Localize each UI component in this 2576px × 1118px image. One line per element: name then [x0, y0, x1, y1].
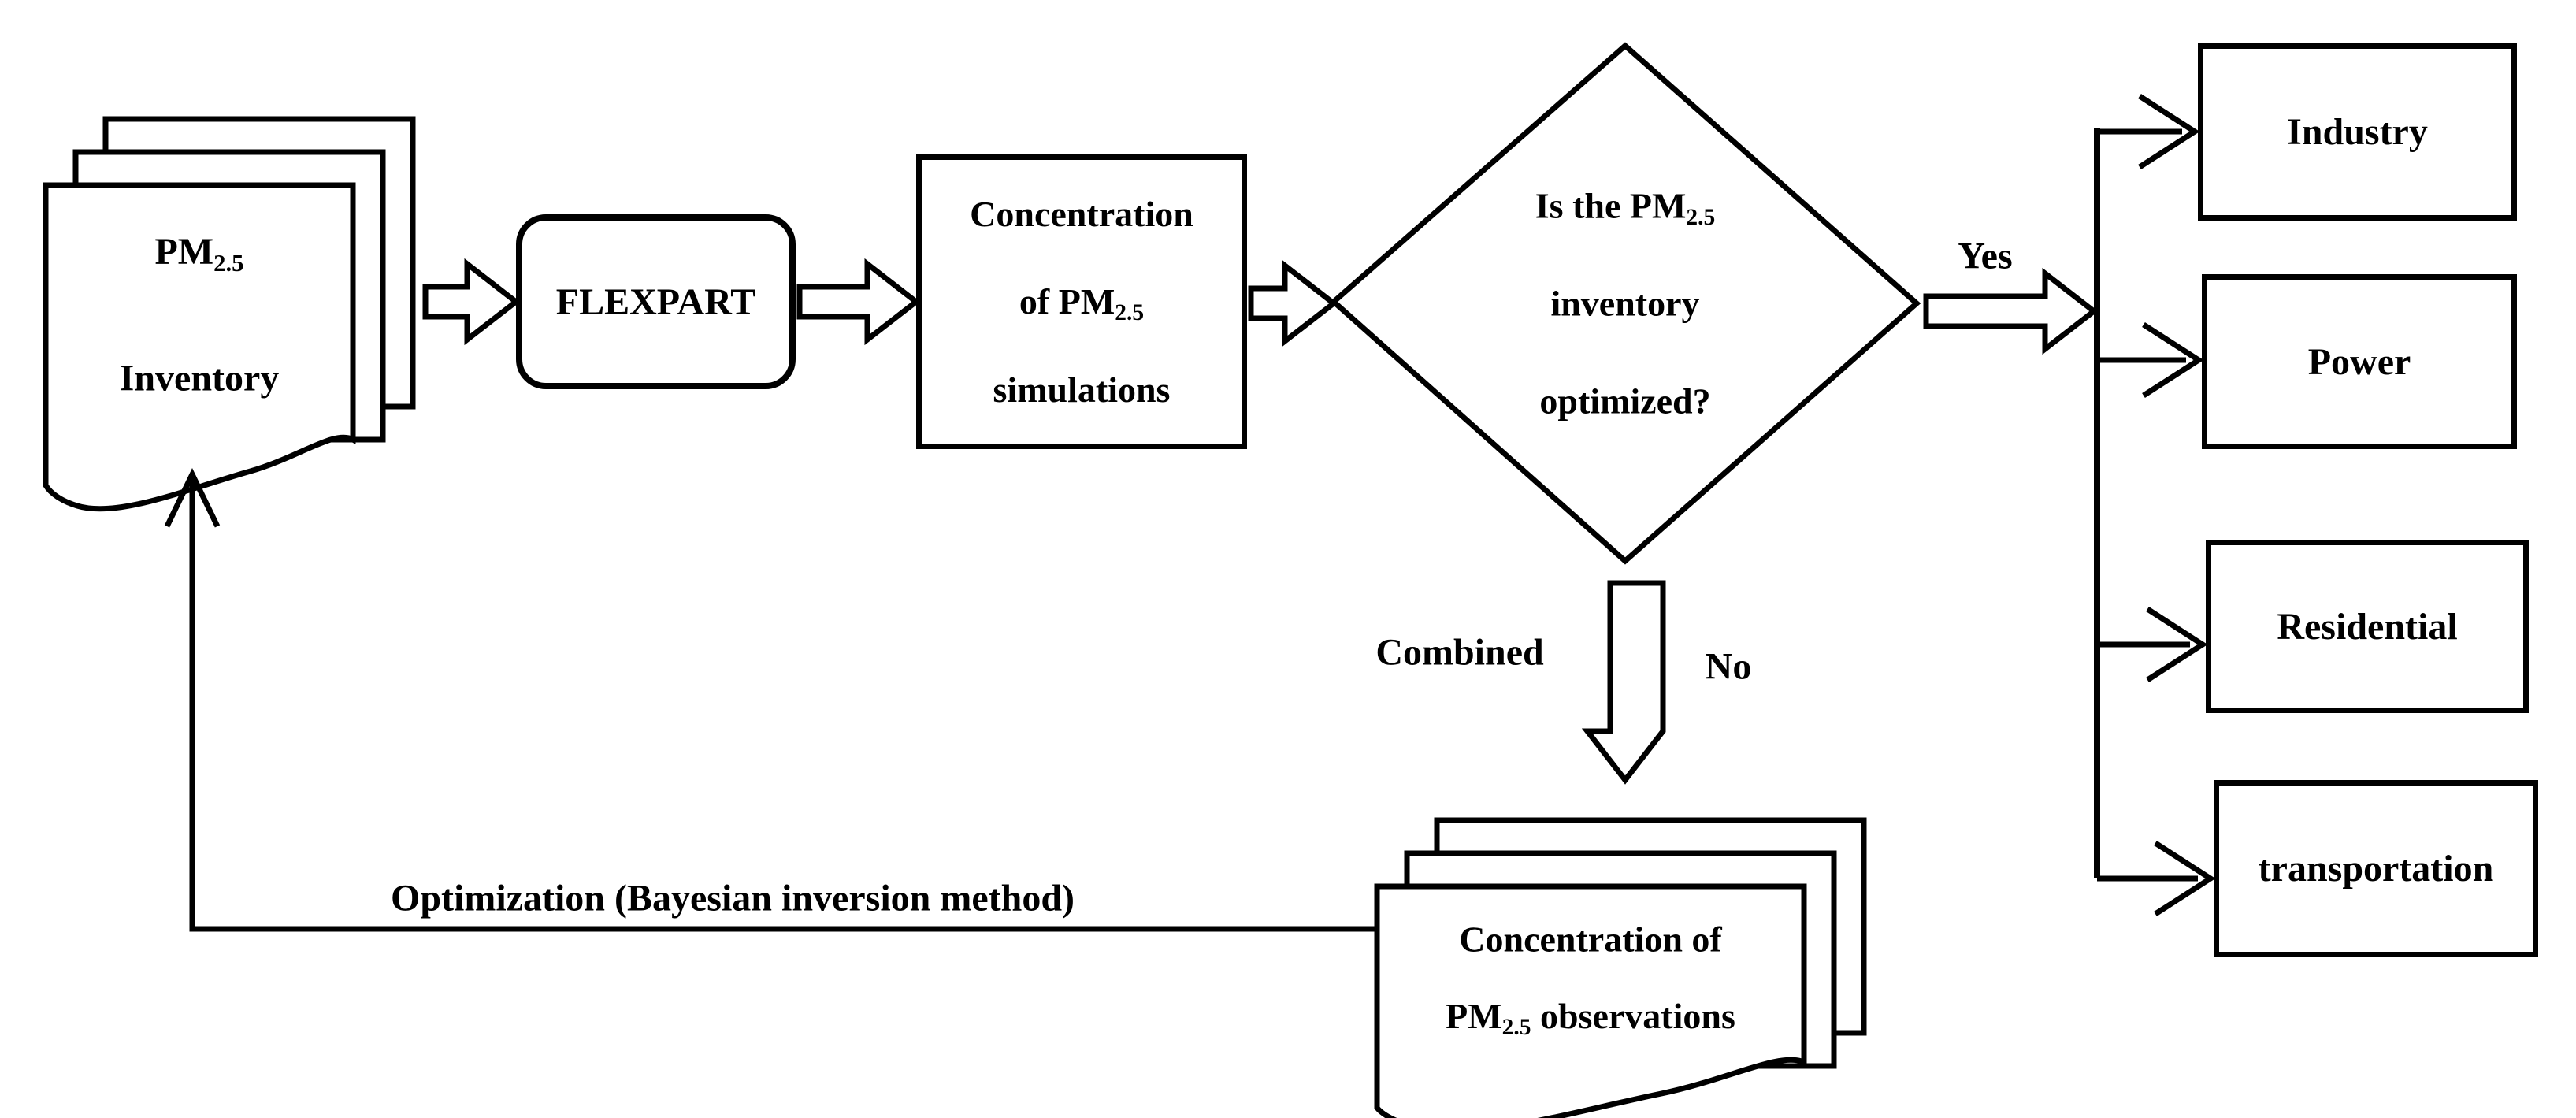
sector-box-industry: Industry: [2198, 43, 2517, 221]
sector-branch-connectors: [2094, 94, 2216, 916]
observation-document-stack: [1374, 817, 1867, 1118]
inventory-document-stack: [43, 116, 416, 512]
optimization-label: Optimization (Bayesian inversion method): [390, 877, 1075, 919]
decision-line1: Is the PM2.5: [1535, 185, 1716, 230]
power-label: Power: [2307, 340, 2411, 383]
flow-arrow-simulations-to-decision: [1248, 259, 1338, 347]
simulation-line2: of PM2.5: [1019, 281, 1145, 326]
decision-question: Is the PM2.5 inventory optimized?: [1535, 158, 1715, 451]
arrowhead-feedback-up: [164, 467, 221, 528]
observation-title-line2: PM2.5 observations: [1446, 995, 1735, 1041]
sector-box-transportation: transportation: [2214, 780, 2538, 957]
flexpart-label: FLEXPART: [555, 280, 756, 323]
decision-line3: optimized?: [1539, 381, 1711, 422]
feedback-loop-connector: [164, 467, 1377, 932]
inventory-title-line1: PM2.5: [154, 231, 244, 277]
simulation-line3: simulations: [993, 369, 1171, 410]
pm25-subscript: 2.5: [1686, 204, 1716, 230]
yes-label: Yes: [1958, 235, 2013, 277]
pm25-subscript: 2.5: [1115, 300, 1145, 326]
observation-title-line1: Concentration of: [1459, 919, 1722, 960]
pm25-subscript: 2.5: [213, 249, 244, 277]
arrowhead-industry: [2138, 94, 2200, 169]
feedback-line: [189, 477, 1377, 932]
decision-line2: inventory: [1550, 283, 1700, 324]
arrowhead-residential: [2146, 607, 2208, 682]
inventory-title-line2: Inventory: [119, 357, 280, 399]
no-label: No: [1705, 645, 1752, 688]
transportation-label: transportation: [2258, 848, 2494, 890]
simulation-box: Concentration of PM2.5 simulations: [916, 154, 1247, 449]
pm25-subscript: 2.5: [1501, 1015, 1531, 1041]
flow-arrow-no: [1581, 580, 1666, 785]
residential-label: Residential: [2277, 605, 2458, 648]
flow-arrow-yes: [1923, 267, 2099, 355]
sector-box-power: Power: [2202, 274, 2517, 449]
arrowhead-power: [2142, 322, 2204, 398]
flow-arrow-flexpart-to-simulations: [796, 258, 921, 346]
arrowhead-transportation: [2154, 841, 2216, 916]
flexpart-box: FLEXPART: [516, 214, 796, 389]
simulation-line1: Concentration: [970, 194, 1193, 235]
observation-page-front: [1374, 883, 1807, 1118]
combined-label: Combined: [1375, 631, 1544, 674]
industry-label: Industry: [2287, 111, 2428, 153]
decision-diamond-shape: [1329, 42, 1921, 565]
flow-arrow-inventory-to-flexpart: [422, 258, 521, 346]
sector-box-residential: Residential: [2206, 540, 2529, 713]
